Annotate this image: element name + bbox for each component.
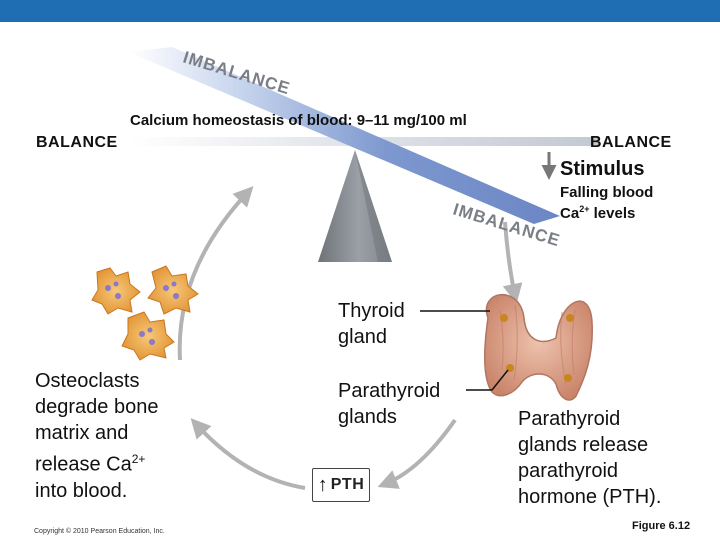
balance-label-left: BALANCE [36,134,118,151]
header-bar [0,0,720,22]
parathyroid-dot [500,314,508,322]
parathyroid-dot [564,374,572,382]
thyroid-label-line2: gland [338,326,387,348]
pth-to-osteoclast-arrow [190,418,306,490]
osteoclast-cell [147,265,199,315]
thyroid-to-pth-arrow [377,418,457,489]
release-line: Parathyroid [518,408,621,430]
thyroid-gland [483,293,593,401]
stimulus-text-line1: Falling blood [560,184,654,201]
osteoclast-text: Osteoclasts degrade bone matrix and rele… [35,368,158,504]
release-line: glands release [518,434,649,456]
stimulus-text-line2: Ca2+ levels [560,204,636,222]
superscript: 2+ [131,452,146,466]
parathyroid-label-line1: Parathyroid [338,380,441,402]
osteoclast-line: release Ca2+ [35,452,146,476]
up-arrow-icon: ↑ [317,474,328,496]
osteoclast-line: into blood. [35,479,128,502]
superscript: 2+ [579,204,590,214]
osteoclast-to-balance-arrow [177,186,254,361]
parathyroid-dot [566,314,574,322]
osteoclast-cell [91,267,141,315]
osteoclast-line: matrix and [35,422,129,444]
release-line: parathyroid [518,460,619,482]
fulcrum-triangle [318,150,392,262]
osteoclast-line: degrade bone [35,396,159,418]
pth-box: ↑ PTH [312,468,370,502]
osteoclast-line: Osteoclasts [35,370,140,392]
figure-label: Figure 6.12 [632,520,691,532]
imbalance-beam [128,47,560,224]
osteoclast-cell [121,311,175,361]
parathyroid-leader-line [491,369,509,391]
parathyroid-label-line2: glands [338,406,397,428]
page-title: Calcium homeostasis of blood: 9–11 mg/10… [130,112,467,129]
stimulus-heading: Stimulus [560,158,645,180]
release-line: hormone (PTH). [518,486,662,508]
stimulus-to-thyroid-arrow [502,221,523,304]
balance-label-right: BALANCE [590,134,672,151]
parathyroid-release-text: Parathyroid glands release parathyroid h… [518,406,661,510]
pth-label: PTH [330,476,365,493]
thyroid-label-line1: Thyroid [338,300,405,322]
copyright-text: Copyright © 2010 Pearson Education, Inc. [34,528,165,535]
